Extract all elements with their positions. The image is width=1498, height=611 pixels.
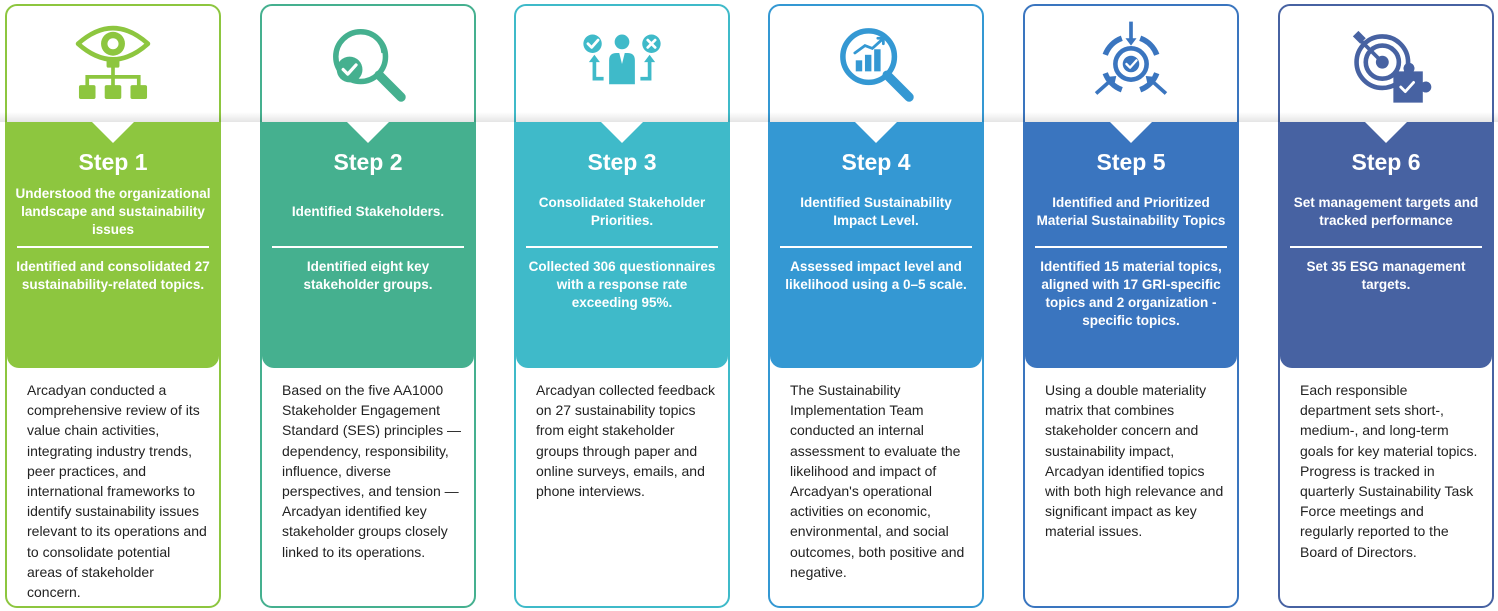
header-shadow <box>0 112 1498 122</box>
step-label: Step 3 <box>587 149 657 175</box>
step-description: Using a double materiality matrix that c… <box>1045 382 1224 540</box>
step-result: Set 35 ESG management targets. <box>1306 259 1466 292</box>
step-title: Identified and Prioritized Material Sust… <box>1036 195 1226 228</box>
eye-network-icon <box>7 6 219 122</box>
step-result: Assessed impact level and likelihood usi… <box>785 259 967 292</box>
step-card-6: Step 6 Set management targets and tracke… <box>1278 4 1494 608</box>
divider <box>526 246 718 248</box>
step-header-band: Step 4 Identified Sustainability Impact … <box>770 121 982 368</box>
step-result: Collected 306 questionnaires with a resp… <box>528 259 716 310</box>
step-description: Each responsible department sets short-,… <box>1300 382 1478 560</box>
notch-arrow <box>91 121 135 143</box>
notch-arrow <box>600 121 644 143</box>
step-label: Step 2 <box>333 149 403 175</box>
notch-arrow <box>854 121 898 143</box>
target-puzzle-icon <box>1280 6 1492 122</box>
step-card-3: Step 3 Consolidated Stakeholder Prioriti… <box>514 4 730 608</box>
step-label: Step 6 <box>1351 149 1421 175</box>
divider <box>272 246 464 248</box>
divider <box>1035 246 1227 248</box>
notch-arrow <box>1109 121 1153 143</box>
step-description: Arcadyan conducted a comprehensive revie… <box>27 382 207 601</box>
step-header-band: Step 6 Set management targets and tracke… <box>1280 121 1492 368</box>
step-header-band: Step 1 Understood the organizational lan… <box>7 121 219 368</box>
step-card-2: Step 2 Identified Stakeholders. Identifi… <box>260 4 476 608</box>
step-description: The Sustainability Implementation Team c… <box>790 382 965 580</box>
step-card-1: Step 1 Understood the organizational lan… <box>5 4 221 608</box>
target-arrows-icon <box>1025 6 1237 122</box>
magnifier-chart-icon <box>770 6 982 122</box>
divider <box>1290 246 1482 248</box>
divider <box>17 246 209 248</box>
person-decision-icon <box>516 6 728 122</box>
step-card-4: Step 4 Identified Sustainability Impact … <box>768 4 984 608</box>
step-description: Arcadyan collected feedback on 27 sustai… <box>536 382 715 500</box>
step-title: Identified Sustainability Impact Level. <box>800 195 952 228</box>
step-header-band: Step 2 Identified Stakeholders. Identifi… <box>262 121 474 368</box>
notch-arrow <box>346 121 390 143</box>
step-header-band: Step 3 Consolidated Stakeholder Prioriti… <box>516 121 728 368</box>
step-title: Consolidated Stakeholder Priorities. <box>538 195 706 228</box>
step-label: Step 5 <box>1096 149 1166 175</box>
step-label: Step 1 <box>78 149 148 175</box>
notch-arrow <box>1364 121 1408 143</box>
step-title: Understood the organizational landscape … <box>15 186 211 237</box>
step-card-5: Step 5 Identified and Prioritized Materi… <box>1023 4 1239 608</box>
magnifier-check-icon <box>262 6 474 122</box>
step-header-band: Step 5 Identified and Prioritized Materi… <box>1025 121 1237 368</box>
divider <box>780 246 972 248</box>
step-result: Identified 15 material topics, aligned w… <box>1040 259 1222 328</box>
step-result: Identified eight key stakeholder groups. <box>303 259 433 292</box>
step-description: Based on the five AA1000 Stakeholder Eng… <box>282 382 461 560</box>
step-label: Step 4 <box>841 149 911 175</box>
step-title: Identified Stakeholders. <box>291 204 445 219</box>
step-result: Identified and consolidated 27 sustainab… <box>16 259 210 292</box>
step-title: Set management targets and tracked perfo… <box>1293 195 1479 228</box>
